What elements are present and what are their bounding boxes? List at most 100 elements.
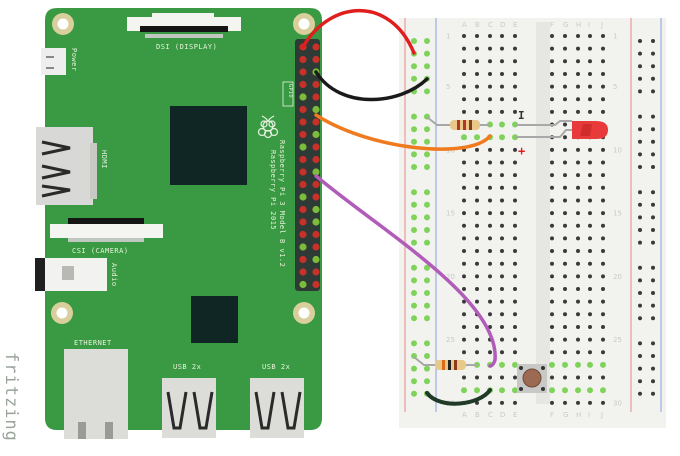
gpio-pin[interactable] (312, 80, 320, 89)
breadboard-hole[interactable] (588, 350, 592, 355)
breadboard-hole[interactable] (500, 97, 504, 102)
breadboard-hole[interactable] (576, 211, 580, 216)
breadboard-hole[interactable] (462, 109, 466, 114)
breadboard-hole[interactable] (563, 274, 567, 279)
power-rail-hole[interactable] (411, 264, 417, 271)
breadboard-hole[interactable] (588, 198, 592, 203)
breadboard-hole[interactable] (576, 46, 580, 51)
gpio-pin[interactable] (299, 55, 307, 64)
breadboard-hole[interactable] (563, 109, 567, 114)
breadboard-hole[interactable] (601, 173, 605, 178)
gpio-pin[interactable] (312, 93, 320, 101)
breadboard-hole[interactable] (588, 249, 592, 254)
breadboard-hole[interactable] (488, 261, 492, 266)
power-rail-hole[interactable] (638, 291, 642, 295)
breadboard-hole[interactable] (462, 46, 466, 51)
gpio-pin[interactable] (299, 118, 307, 126)
power-rail-hole[interactable] (411, 390, 417, 397)
breadboard-hole[interactable] (462, 261, 466, 266)
button-resistor[interactable] (413, 356, 477, 370)
breadboard-hole[interactable] (576, 59, 580, 64)
gpio-pin[interactable] (299, 80, 307, 89)
breadboard-hole[interactable] (488, 185, 492, 190)
breadboard-hole[interactable] (462, 324, 466, 329)
breadboard-hole[interactable] (500, 312, 504, 317)
power-rail-hole[interactable] (411, 126, 417, 133)
breadboard-hole[interactable] (500, 287, 504, 291)
power-rail-hole[interactable] (638, 165, 642, 169)
breadboard-hole[interactable] (550, 97, 554, 102)
breadboard-hole[interactable] (575, 361, 581, 368)
breadboard-hole[interactable] (550, 109, 554, 114)
power-rail-hole[interactable] (638, 391, 642, 396)
breadboard-hole[interactable] (500, 198, 504, 203)
power-rail-hole[interactable] (411, 378, 417, 385)
power-rail-hole[interactable] (424, 189, 430, 196)
breadboard-hole[interactable] (576, 261, 580, 266)
power-rail-hole[interactable] (638, 76, 642, 81)
breadboard-hole[interactable] (576, 400, 580, 405)
gpio-pin[interactable] (312, 230, 320, 239)
breadboard-hole[interactable] (563, 173, 567, 178)
power-rail-hole[interactable] (424, 290, 430, 296)
power-rail-hole[interactable] (411, 290, 417, 296)
breadboard-hole[interactable] (601, 236, 605, 241)
breadboard-hole[interactable] (550, 274, 554, 279)
breadboard-hole[interactable] (562, 387, 568, 394)
breadboard-hole[interactable] (601, 223, 605, 228)
breadboard-hole[interactable] (488, 198, 492, 203)
breadboard-hole[interactable] (488, 350, 492, 355)
power-rail-hole[interactable] (638, 341, 642, 346)
gpio-pin[interactable] (299, 255, 307, 264)
breadboard-hole[interactable] (500, 109, 504, 114)
gpio-pin[interactable] (312, 205, 320, 214)
gpio-pin[interactable] (312, 255, 320, 264)
breadboard-hole[interactable] (513, 249, 517, 254)
gpio-pin[interactable] (299, 268, 307, 276)
breadboard-hole[interactable] (601, 350, 605, 355)
power-rail-hole[interactable] (638, 240, 642, 245)
power-rail-hole[interactable] (638, 366, 642, 371)
power-rail-hole[interactable] (411, 151, 417, 158)
power-rail-hole[interactable] (411, 315, 417, 322)
breadboard-hole[interactable] (462, 287, 466, 291)
breadboard-hole[interactable] (550, 261, 554, 266)
breadboard-hole[interactable] (550, 59, 554, 64)
breadboard-hole[interactable] (488, 109, 492, 114)
breadboard-hole[interactable] (475, 198, 479, 203)
breadboard-hole[interactable] (550, 299, 554, 304)
power-rail-hole[interactable] (411, 164, 417, 170)
power-rail-hole[interactable] (651, 89, 655, 94)
breadboard-hole[interactable] (550, 185, 554, 190)
breadboard-hole[interactable] (576, 287, 580, 291)
breadboard-hole[interactable] (488, 223, 492, 228)
breadboard-hole[interactable] (601, 59, 605, 64)
power-rail-hole[interactable] (424, 227, 430, 233)
breadboard-hole[interactable] (512, 387, 518, 394)
power-rail-hole[interactable] (424, 353, 430, 359)
breadboard-hole[interactable] (488, 147, 492, 152)
breadboard-hole[interactable] (462, 249, 466, 254)
breadboard-hole[interactable] (576, 236, 580, 241)
breadboard-hole[interactable] (601, 261, 605, 266)
power-rail-hole[interactable] (411, 214, 417, 221)
breadboard-hole[interactable] (500, 324, 504, 329)
breadboard-hole[interactable] (488, 173, 492, 178)
breadboard-hole[interactable] (513, 46, 517, 51)
breadboard-hole[interactable] (475, 147, 479, 152)
breadboard-hole[interactable] (576, 198, 580, 203)
breadboard-hole[interactable] (563, 249, 567, 254)
breadboard-hole[interactable] (601, 84, 605, 89)
breadboard-hole[interactable] (513, 312, 517, 317)
power-rail-hole[interactable] (638, 379, 642, 384)
breadboard-hole[interactable] (513, 173, 517, 178)
power-rail-hole[interactable] (651, 354, 655, 358)
gpio-pin[interactable] (312, 180, 320, 189)
breadboard-hole[interactable] (588, 324, 592, 329)
breadboard-hole[interactable] (563, 34, 567, 38)
power-rail-hole[interactable] (638, 127, 642, 132)
breadboard-hole[interactable] (601, 299, 605, 304)
power-rail-hole[interactable] (424, 63, 430, 70)
breadboard-hole[interactable] (488, 274, 492, 279)
breadboard-hole[interactable] (601, 34, 605, 38)
